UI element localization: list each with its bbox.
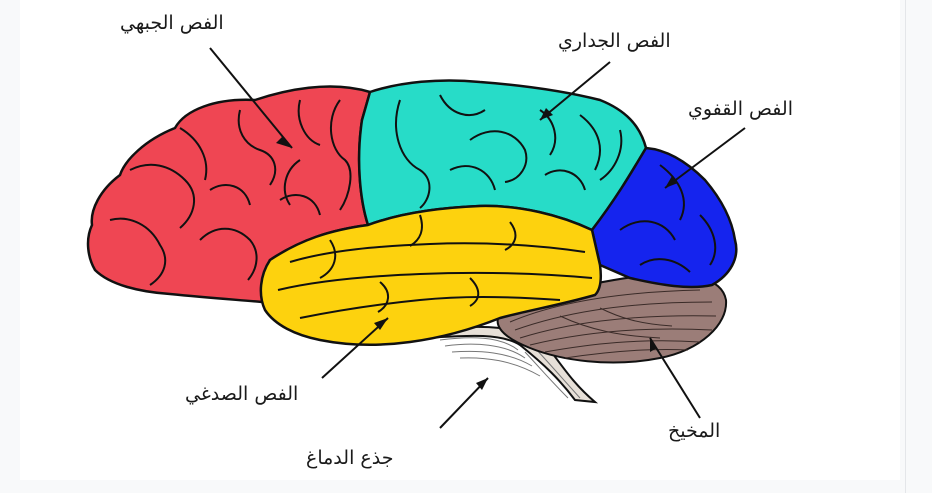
label-occipital-lobe: الفص القفوي [688, 98, 793, 120]
label-temporal-lobe: الفص الصدغي [185, 383, 298, 405]
label-brainstem: جذع الدماغ [306, 447, 393, 469]
label-parietal-lobe: الفص الجداري [558, 30, 671, 52]
label-frontal-lobe: الفص الجبهي [120, 12, 224, 34]
label-cerebellum: المخيخ [668, 420, 720, 442]
